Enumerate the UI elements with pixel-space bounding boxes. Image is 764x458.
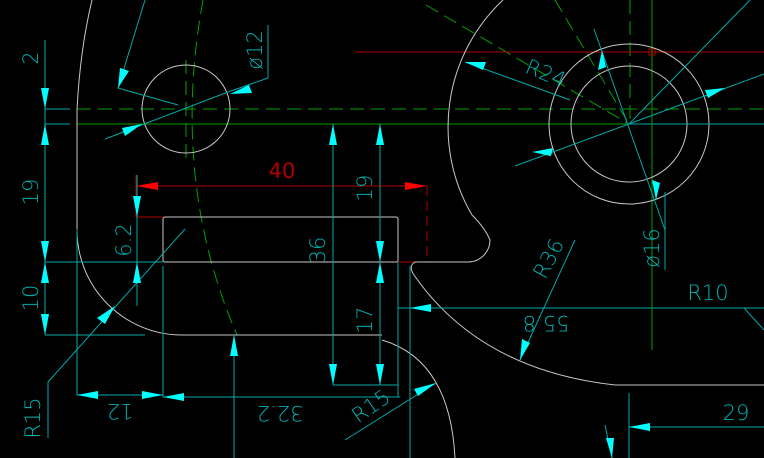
- dim-36: 36: [306, 237, 330, 264]
- dim-29: 29: [723, 401, 750, 425]
- dim-55-8: 55.8: [523, 311, 570, 335]
- arrow-icon: [41, 314, 49, 335]
- arrow-icon: [705, 88, 725, 98]
- diameter-16: ø16: [640, 228, 664, 268]
- arrow-icon: [376, 262, 384, 283]
- dim-12: 12: [107, 399, 134, 423]
- part-geometry: [76, 0, 764, 458]
- dim-19-mid: 19: [353, 175, 377, 202]
- dim-6-2: 6.2: [112, 223, 136, 256]
- arrow-icon: [606, 438, 614, 458]
- arrow-icon: [598, 50, 606, 70]
- arrow-icon: [97, 306, 115, 324]
- dim-10: 10: [19, 285, 43, 312]
- radius-r24: R24: [522, 55, 569, 93]
- arrow-icon: [122, 124, 142, 136]
- arrow-icon: [520, 339, 530, 360]
- arrow-icon: [133, 196, 141, 217]
- arrow-icon: [405, 182, 427, 190]
- arrow-icon: [230, 85, 252, 94]
- arrow-icon: [329, 124, 337, 145]
- arrow-icon: [410, 304, 431, 312]
- arrow-icon: [376, 241, 384, 262]
- radius-r15-left: R15: [21, 397, 45, 438]
- radius-r10: R10: [687, 281, 728, 305]
- arrow-icon: [652, 180, 660, 200]
- arrow-icon: [41, 124, 49, 145]
- diameter-12: ø12: [243, 30, 267, 70]
- dimension-lines: [44, 0, 764, 458]
- arrow-icon: [136, 182, 158, 190]
- arrow-icon: [629, 423, 650, 431]
- dim-32-2: 32.2: [257, 401, 304, 425]
- arrow-icon: [329, 364, 337, 385]
- arrow-icon: [376, 364, 384, 385]
- arrowheads: [41, 50, 725, 458]
- arrow-icon: [41, 88, 49, 109]
- arrow-icon: [376, 124, 384, 145]
- arrow-icon: [142, 391, 163, 399]
- arrow-icon: [41, 262, 49, 283]
- radius-r36: R36: [529, 235, 570, 283]
- arrow-icon: [163, 393, 184, 401]
- dim-40: 40: [269, 159, 296, 183]
- dim-2: 2: [19, 51, 43, 64]
- arrow-icon: [41, 241, 49, 262]
- radius-r15-bottom: R15: [347, 385, 395, 428]
- arrow-icon: [465, 62, 486, 70]
- dimension-labels: 2 19 10 R15 12 32.2 R15 6.2 40 19 36 17 …: [19, 30, 749, 438]
- arrow-icon: [133, 262, 141, 283]
- arrow-icon: [230, 335, 238, 356]
- arrow-icon: [77, 391, 98, 399]
- dim-19-left: 19: [19, 179, 43, 206]
- arrow-icon: [118, 68, 129, 88]
- arrow-icon: [532, 148, 553, 156]
- dim-17: 17: [353, 307, 377, 334]
- arrow-icon: [414, 383, 436, 396]
